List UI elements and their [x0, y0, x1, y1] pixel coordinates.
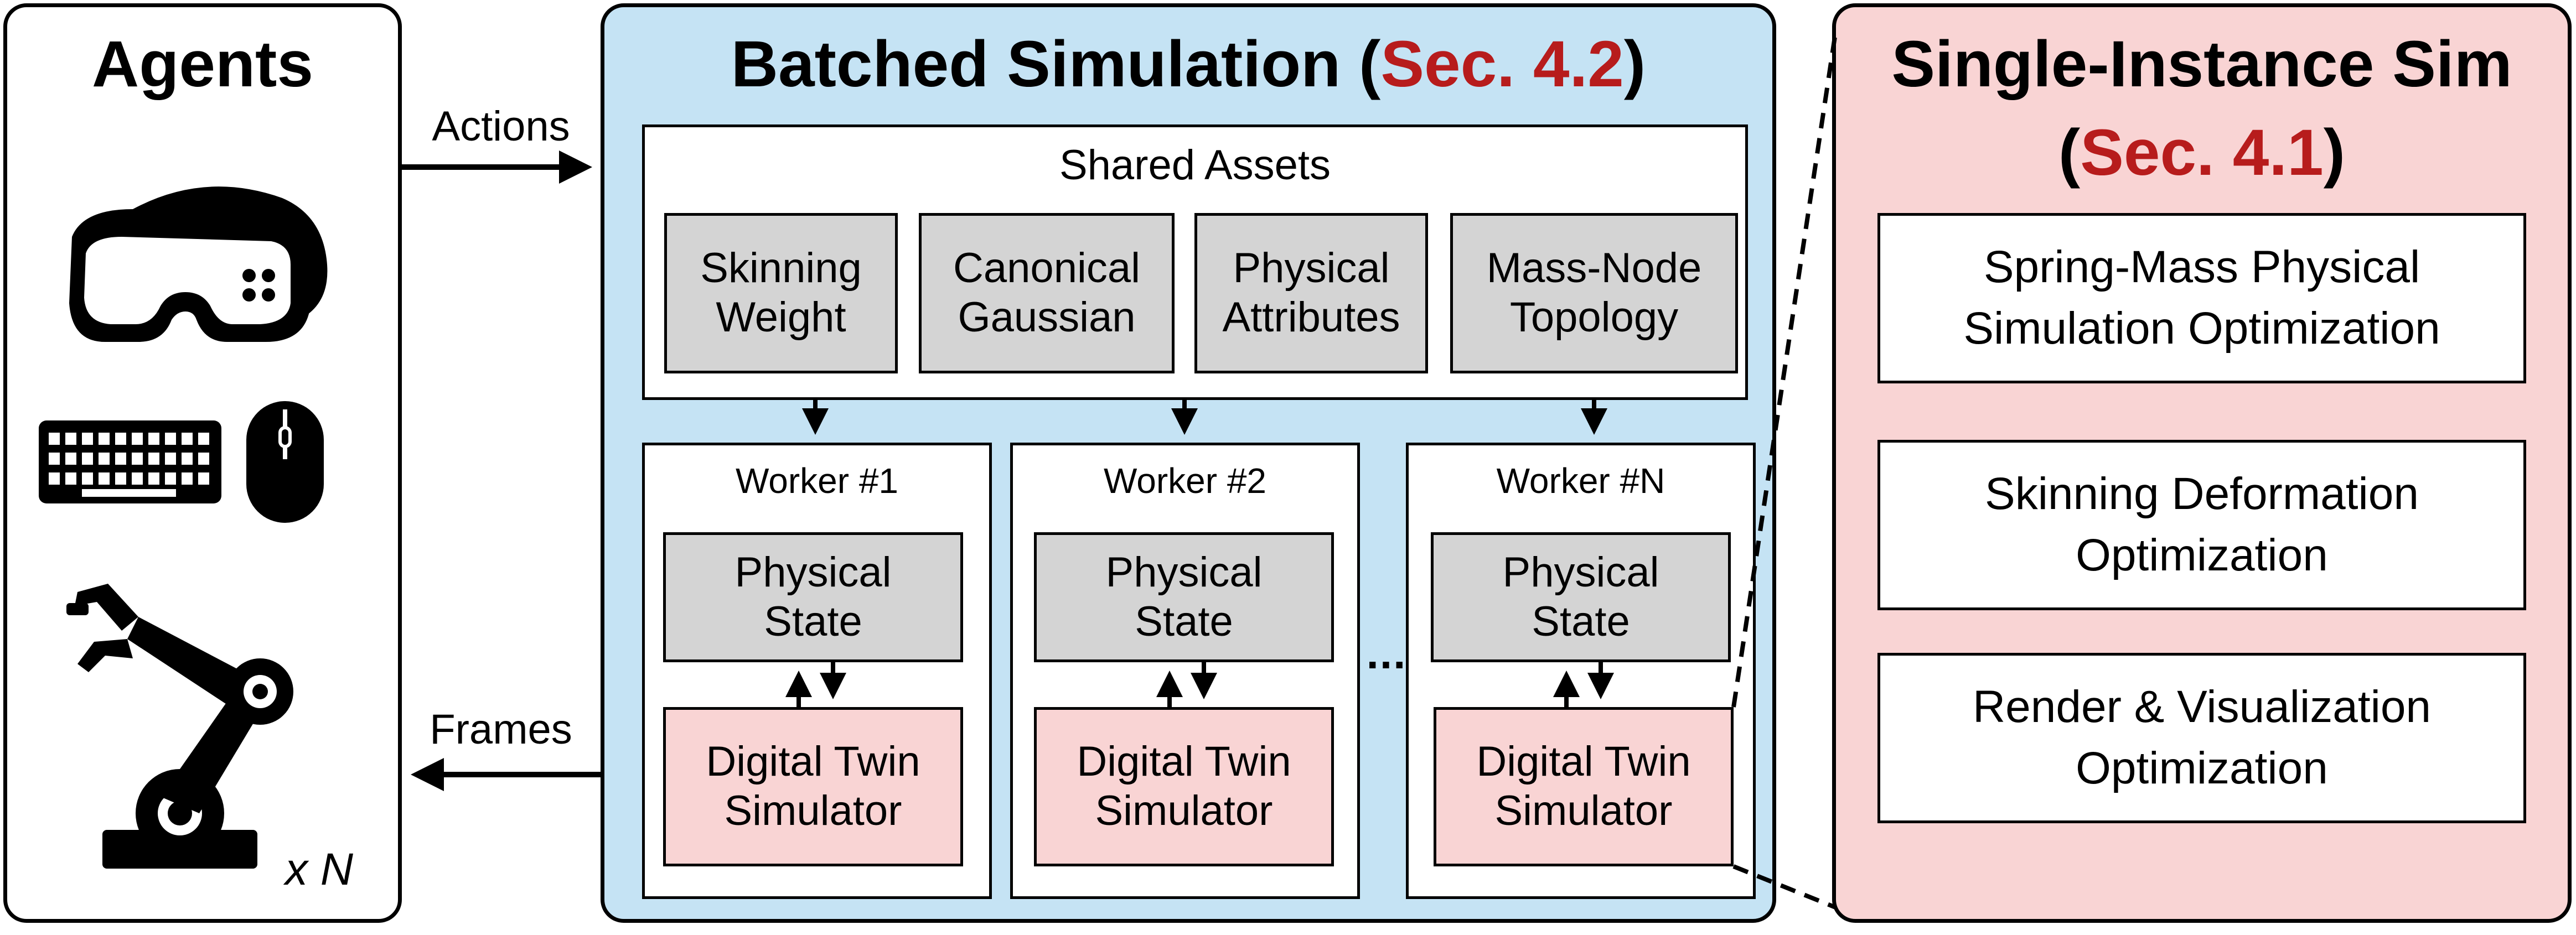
keyboard-key	[65, 472, 76, 485]
spring-mass-optimization-box: Spring-Mass Physical Simulation Optimiza…	[1877, 213, 2526, 383]
worker-2-label: Worker #2	[1103, 461, 1267, 501]
keyboard-key	[132, 472, 143, 485]
keyboard-key	[182, 433, 193, 445]
worker-1-digital-twin-simulator: Digital Twin Simulator	[663, 707, 963, 866]
keyboard-key	[198, 453, 209, 465]
render-visualization-optimization-box: Render & Visualization Optimization	[1877, 653, 2526, 823]
agent-count-label: x N	[285, 844, 353, 895]
keyboard-key	[99, 433, 110, 445]
keyboard-key	[82, 433, 93, 445]
keyboard-key	[65, 453, 76, 465]
actions-label: Actions	[432, 103, 570, 150]
keyboard-key	[165, 453, 176, 465]
keyboard-key	[148, 472, 159, 485]
keyboard-key	[165, 433, 176, 445]
worker-n-label: Worker #N	[1496, 461, 1665, 501]
mouse-icon	[246, 401, 324, 523]
keyboard-key	[82, 453, 93, 465]
single-ref-close: )	[2323, 116, 2346, 189]
worker-2-digital-twin-simulator: Digital Twin Simulator	[1034, 707, 1334, 866]
asset-canonical-gaussian: Canonical Gaussian	[919, 213, 1175, 373]
batched-section-ref: Sec. 4.2	[1380, 28, 1624, 101]
robot-arm-icon	[66, 584, 293, 869]
keyboard-key	[115, 453, 126, 465]
keyboard-key	[49, 433, 60, 445]
keyboard-key	[132, 433, 143, 445]
single-section-ref: Sec. 4.1	[2080, 116, 2324, 189]
zoom-line-top	[1731, 33, 1838, 708]
shared-assets-title: Shared Assets	[1059, 142, 1331, 189]
keyboard-key	[148, 433, 159, 445]
keyboard-key	[165, 472, 176, 485]
worker-1-label: Worker #1	[735, 461, 899, 501]
keyboard-spacebar	[82, 489, 176, 497]
vr-headset-icon	[69, 186, 328, 342]
keyboard-key	[115, 472, 126, 485]
keyboard-key	[115, 433, 126, 445]
zoom-line-bottom	[1732, 864, 1837, 910]
frames-label: Frames	[430, 706, 572, 753]
worker-n-physical-state: Physical State	[1431, 532, 1731, 662]
single-instance-title: Single-Instance Sim	[1891, 28, 2512, 101]
keyboard-key	[99, 472, 110, 485]
keyboard-key	[198, 433, 209, 445]
asset-physical-attributes: Physical Attributes	[1194, 213, 1428, 373]
keyboard-key	[148, 453, 159, 465]
keyboard-key	[49, 453, 60, 465]
agents-title: Agents	[92, 28, 313, 101]
skinning-deformation-optimization-box: Skinning Deformation Optimization	[1877, 440, 2526, 610]
batched-title-close: )	[1623, 28, 1646, 101]
worker-n-digital-twin-simulator: Digital Twin Simulator	[1434, 707, 1734, 866]
asset-mass-node-topology: Mass-Node Topology	[1450, 213, 1738, 373]
batched-title-text: Batched Simulation (	[731, 28, 1381, 101]
keyboard-key	[49, 472, 60, 485]
single-instance-section: (Sec. 4.1)	[1832, 115, 2572, 190]
batched-simulation-title: Batched Simulation (Sec. 4.2)	[601, 27, 1776, 102]
keyboard-key	[182, 472, 193, 485]
keyboard-key	[132, 453, 143, 465]
worker-1-physical-state: Physical State	[663, 532, 963, 662]
keyboard-key	[198, 472, 209, 485]
asset-skinning-weight: Skinning Weight	[664, 213, 898, 373]
keyboard-key	[65, 433, 76, 445]
keyboard-key	[182, 453, 193, 465]
single-ref-open: (	[2058, 116, 2081, 189]
keyboard-key	[82, 472, 93, 485]
workers-ellipsis: ...	[1366, 628, 1407, 678]
worker-2-physical-state: Physical State	[1034, 532, 1334, 662]
keyboard-key	[99, 453, 110, 465]
keyboard-icon	[39, 420, 221, 503]
